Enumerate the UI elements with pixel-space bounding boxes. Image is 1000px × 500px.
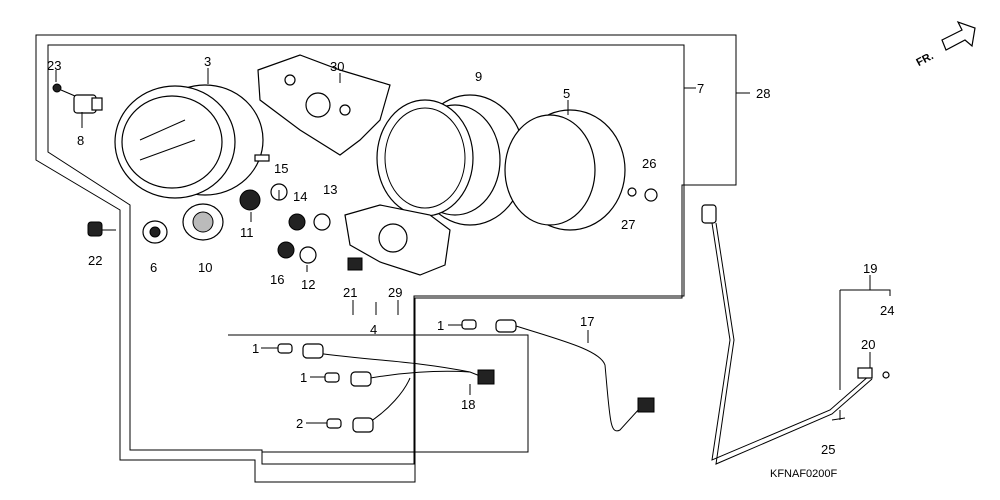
label-part-22: 22 xyxy=(88,253,102,268)
label-part-18: 18 xyxy=(461,397,475,412)
label-part-4: 4 xyxy=(370,322,377,337)
cover-part-5 xyxy=(504,109,626,231)
label-part-30: 30 xyxy=(330,59,344,74)
label-part-1: 1 xyxy=(300,370,307,385)
ring-part-13 xyxy=(313,213,331,231)
label-part-17: 17 xyxy=(580,314,594,329)
bulb-part-1 xyxy=(324,372,340,383)
label-part-1: 1 xyxy=(252,341,259,356)
wire-harness-part-18 xyxy=(302,343,495,433)
front-direction-label: FR. xyxy=(914,50,935,69)
label-part-6: 6 xyxy=(150,260,157,275)
screw-part-23 xyxy=(52,83,76,97)
label-part-9: 9 xyxy=(475,69,482,84)
label-part-11: 11 xyxy=(240,225,254,240)
label-part-1: 1 xyxy=(437,318,444,333)
label-part-13: 13 xyxy=(323,182,337,197)
grommet-part-10 xyxy=(182,203,224,241)
wire-part-17 xyxy=(495,319,655,432)
diagram-code: KFNAF0200F xyxy=(770,468,838,480)
screw-part-22 xyxy=(87,221,116,237)
washer-part-27 xyxy=(627,187,637,197)
plate-hole xyxy=(378,223,408,253)
label-part-23: 23 xyxy=(47,58,61,73)
label-part-3: 3 xyxy=(204,54,211,69)
label-part-8: 8 xyxy=(77,133,84,148)
bulb-part-1 xyxy=(277,343,293,354)
frame-28 xyxy=(35,34,737,483)
speedometer-cable-part-19 xyxy=(701,204,890,465)
frame-19 xyxy=(840,289,891,296)
ring-part-12 xyxy=(299,246,317,264)
label-part-24: 24 xyxy=(880,303,894,318)
socket-part-11 xyxy=(239,189,261,211)
socket-part-14 xyxy=(288,213,306,231)
bracket-hole xyxy=(339,104,351,116)
label-part-28: 28 xyxy=(756,86,770,101)
label-part-16: 16 xyxy=(270,272,284,287)
label-part-2: 2 xyxy=(296,416,303,431)
screw-part-26 xyxy=(644,188,658,202)
label-part-15: 15 xyxy=(274,161,288,176)
front-direction-arrow xyxy=(941,20,976,51)
clip-part-21 xyxy=(347,257,363,271)
bulb-part-2 xyxy=(326,418,342,429)
bracket-hole xyxy=(305,92,331,118)
label-part-26: 26 xyxy=(642,156,656,171)
label-part-10: 10 xyxy=(198,260,212,275)
gear-part-8 xyxy=(73,94,103,114)
washer-part-24 xyxy=(882,371,890,379)
label-part-14: 14 xyxy=(293,189,307,204)
frame-4-wiring xyxy=(228,334,529,453)
label-part-21: 21 xyxy=(343,285,357,300)
label-part-25: 25 xyxy=(821,442,835,457)
leader-lines xyxy=(55,68,871,424)
label-part-19: 19 xyxy=(863,261,877,276)
label-part-7: 7 xyxy=(697,81,704,96)
gear-part-20 xyxy=(857,367,873,379)
label-part-20: 20 xyxy=(861,337,875,352)
label-part-5: 5 xyxy=(563,86,570,101)
screw-part-25 xyxy=(831,417,846,421)
frame-7 xyxy=(47,44,685,465)
grommet-part-6 xyxy=(142,220,168,244)
bracket-hole xyxy=(284,74,296,86)
ring-part-9-front xyxy=(376,99,474,217)
speedometer-part-3 xyxy=(114,84,270,199)
bulb-part-1 xyxy=(461,319,477,330)
label-part-27: 27 xyxy=(621,217,635,232)
socket-part-16 xyxy=(277,241,295,259)
label-part-29: 29 xyxy=(388,285,402,300)
label-part-12: 12 xyxy=(301,277,315,292)
